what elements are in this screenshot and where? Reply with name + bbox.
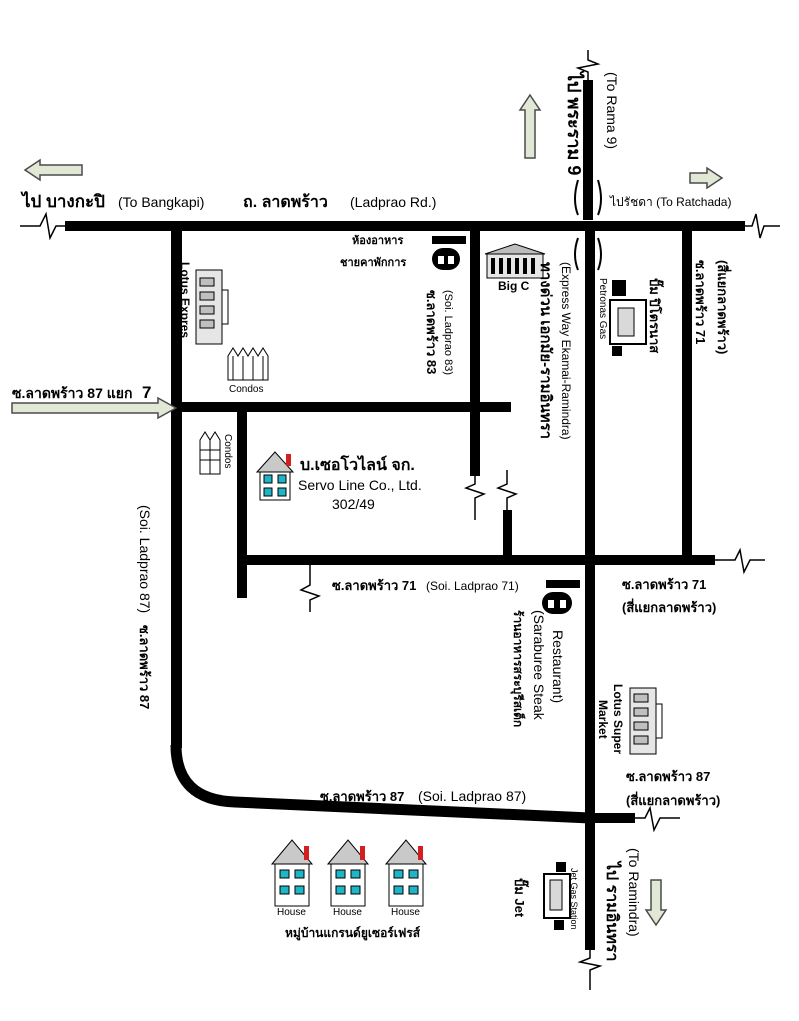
company-name-th: บ.เซอโวไลน์ จก. — [300, 454, 415, 474]
label-to-bangkapi-th: ไป บางกะปิ — [20, 191, 105, 211]
road-spur-expressway — [503, 510, 512, 560]
label-big-c: Big C — [498, 279, 530, 293]
label-soi87-right-th: ซ.ลาดพร้าว 87 — [626, 769, 710, 784]
house-1-icon — [270, 839, 314, 907]
road-break-spur — [495, 470, 519, 510]
house-3-icon — [384, 839, 428, 907]
big-c-building-icon — [484, 243, 546, 279]
label-lotus-super-1: Lotus Super — [611, 684, 625, 754]
arrow-right-icon — [689, 166, 724, 190]
road-break-left — [20, 211, 65, 241]
restaurant-top-icon — [432, 236, 466, 270]
label-house-3: House — [391, 907, 420, 918]
label-soi83-th: ซ.ลาดพร้าว 83 — [424, 290, 439, 374]
road-soi87-yaek7 — [176, 402, 511, 412]
road-break-soi83 — [463, 476, 487, 520]
arrows — [11, 93, 724, 927]
label-to-ramindra-th: ไป รามอินทรา — [603, 860, 622, 961]
arrow-left-icon — [23, 158, 83, 182]
label-to-rama9-en: (To Rama 9) — [604, 72, 620, 149]
label-saraburee-en-1: (Saraburee Steak — [531, 610, 547, 721]
jet-gas-station-icon — [543, 862, 571, 930]
label-expressway-th: ทางด่วน เอกมัย-รามอินทรา — [537, 262, 555, 439]
label-to-ramindra-en: (To Ramindra) — [626, 848, 642, 937]
label-lotus-express: Lotus Expres — [178, 262, 192, 338]
label-soi87-left-en: (Soi. Ladprao 87) — [137, 505, 153, 613]
label-soi71-top-th: ซ.ลาดพร้าว 71 — [693, 260, 708, 344]
label-soi71-right-th: ซ.ลาดพร้าว 71 — [622, 577, 706, 592]
label-petronas-th: ปั๊ม ปิโตรนาส — [647, 278, 664, 353]
road-break-soi87-right — [635, 805, 680, 833]
label-condos-2: Condos — [222, 434, 233, 468]
road-inner-vertical — [237, 405, 247, 598]
arrow-soi87-yaek7-icon — [11, 396, 178, 420]
road-soi83 — [470, 226, 480, 476]
label-saraburee-th: ร้านอาหารสระบุรีสเต็ก — [510, 610, 526, 727]
label-ladprao-th: ถ. ลาดพร้าว — [243, 193, 328, 211]
petronas-gas-icon — [609, 280, 647, 356]
road-break-top — [575, 50, 601, 80]
label-soi87-bottom-en: (Soi. Ladprao 87) — [418, 788, 526, 804]
lotus-express-building-icon — [195, 269, 229, 345]
road-break-right — [745, 213, 780, 239]
label-soi87-yaek7-th: ซ.ลาดพร้าว 87 แยก — [12, 385, 132, 401]
label-restaurant-top-1: ห้องอาหาร — [352, 234, 403, 247]
label-soi71-right-th2: (สี่แยกลาดพร้าว) — [622, 598, 716, 615]
label-village-th: หมู่บ้านแกรนด์ยูเซอร์เฟรส์ — [285, 926, 421, 941]
label-soi87-right-th2: (สี่แยกลาดพร้าว) — [626, 791, 720, 808]
label-soi71-mid-th: ซ.ลาดพร้าว 71 — [332, 578, 416, 593]
saraburee-restaurant-icon — [542, 580, 580, 614]
label-to-bangkapi-en: (To Bangkapi) — [118, 194, 204, 210]
label-soi83-en: (Soi. Ladprao 83) — [442, 290, 454, 375]
bridge-bracket-left — [574, 179, 579, 271]
label-soi87-yaek7-num: 7 — [142, 383, 151, 402]
label-house-1: House — [277, 907, 306, 918]
road-ladprao — [65, 221, 745, 231]
label-saraburee-en-2: Restaurant) — [550, 630, 566, 703]
label-soi71-top-th2: (สี่แยกลาดพร้าว) — [715, 260, 732, 354]
label-to-rama9-th: ไป พระราม 9 — [564, 70, 585, 175]
road-soi71 — [240, 555, 715, 565]
road-expressway-upper — [583, 80, 593, 220]
road-break-soi71-mid — [299, 565, 322, 612]
label-soi71-mid-en: (Soi. Ladprao 71) — [426, 579, 519, 593]
label-restaurant-top-2: ชายคาพักการ — [340, 256, 406, 269]
company-name-en: Servo Line Co., Ltd. — [298, 477, 422, 493]
lotus-super-market-building-icon — [629, 687, 663, 755]
label-expressway-en: (Express Way Ekamai-Ramindra) — [559, 262, 573, 440]
label-to-ratchada: ไปรัชดา (To Ratchada) — [609, 195, 731, 209]
road-soi87-curve — [170, 744, 591, 824]
road-break-bottom — [577, 950, 603, 990]
arrow-up-icon — [518, 93, 542, 159]
label-petronas-en: Petronas Gas — [597, 278, 608, 339]
label-soi87-left-th: ซ.ลาดพร้าว 87 — [137, 625, 152, 709]
label-jet-th: ปั๊ม Jet — [512, 878, 529, 918]
road-soi87-vertical — [171, 228, 182, 748]
condos-2-building-icon — [199, 431, 221, 475]
condos-1-building-icon — [227, 347, 269, 381]
label-lotus-super-2: Market — [596, 700, 610, 739]
label-jet-en: Jet Gas Station — [569, 868, 579, 930]
road-break-soi71-right — [715, 547, 765, 575]
bridge-bracket-right — [597, 179, 602, 271]
label-house-2: House — [333, 907, 362, 918]
label-soi87-bottom-th: ซ.ลาดพร้าว 87 — [320, 789, 404, 804]
roads — [20, 50, 780, 990]
company-address: 302/49 — [332, 496, 375, 512]
label-ladprao-en: (Ladprao Rd.) — [350, 194, 436, 210]
arrow-down-icon — [644, 879, 668, 927]
servo-line-house-icon — [255, 451, 295, 501]
road-expressway — [585, 230, 595, 950]
label-condos-1: Condos — [229, 384, 263, 395]
road-soi71-vertical — [682, 229, 692, 559]
house-2-icon — [326, 839, 370, 907]
road-soi87-bottom-right — [590, 813, 635, 823]
